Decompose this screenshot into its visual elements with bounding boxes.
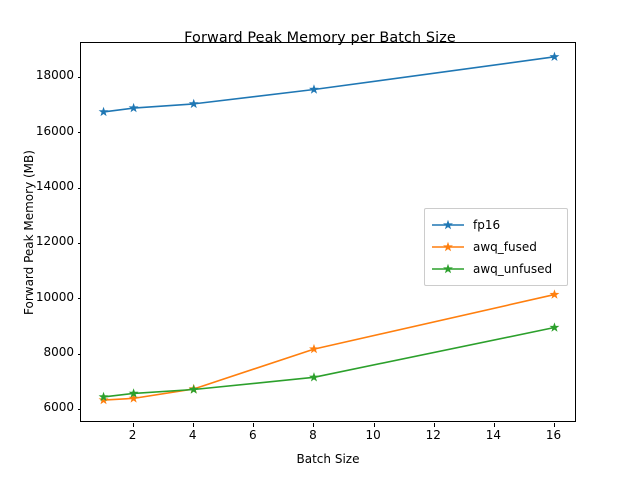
y-axis-tick: [77, 187, 81, 189]
legend-item[interactable]: fp16: [431, 214, 561, 236]
y-axis-tick-label: 14000: [35, 179, 74, 194]
legend-item[interactable]: awq_fused: [431, 236, 561, 258]
series-marker: [309, 343, 319, 354]
x-axis-tick-label: 12: [425, 428, 441, 442]
y-axis-tick-label: 12000: [35, 234, 74, 249]
x-axis-tick: [133, 423, 135, 427]
y-axis-tick: [77, 132, 81, 134]
x-axis-tick-label: 6: [249, 428, 257, 442]
series-marker: [128, 388, 139, 398]
y-axis-tick: [77, 298, 81, 300]
x-axis-tick: [193, 423, 195, 427]
y-axis-tick: [77, 76, 81, 78]
x-axis-tick: [493, 423, 495, 427]
y-axis-tick-label: 6000: [43, 400, 74, 415]
plot-area: [77, 42, 576, 427]
x-axis-tick: [553, 423, 555, 427]
x-axis-tick-label: 16: [545, 428, 562, 442]
legend-swatch-icon: [431, 218, 465, 232]
series-marker: [549, 322, 560, 332]
y-axis-label: Forward Peak Memory (MB): [22, 149, 36, 315]
series-marker: [98, 391, 109, 402]
x-axis-tick-label: 2: [128, 428, 137, 442]
y-axis-tick-label: 16000: [35, 123, 74, 138]
legend-label: awq_fused: [473, 240, 537, 254]
series-marker: [309, 84, 319, 94]
y-axis-tick-label: 10000: [35, 289, 74, 304]
x-axis-tick-label: 10: [365, 428, 381, 442]
y-axis-tick-label: 8000: [43, 345, 74, 360]
x-axis-label: Batch Size: [296, 452, 360, 466]
series-marker: [128, 102, 139, 113]
y-axis-tick: [77, 353, 81, 355]
x-axis-tick-label: 4: [188, 428, 197, 442]
series-marker: [188, 384, 199, 394]
plot-lines: [98, 51, 560, 405]
series-marker: [128, 393, 139, 403]
x-axis-tick: [433, 423, 435, 427]
series-marker: [309, 372, 319, 382]
y-axis-tick: [77, 408, 81, 410]
series-line: [102, 56, 556, 113]
series-marker: [98, 106, 109, 117]
y-axis-tick-label: 18000: [35, 68, 74, 83]
series-marker: [98, 394, 109, 405]
series-marker: [549, 289, 560, 299]
legend-label: awq_unfused: [473, 262, 553, 276]
y-axis-tick: [77, 242, 81, 244]
series-line: [102, 293, 556, 401]
x-axis-tick-label: 14: [485, 428, 501, 442]
legend: fp16 awq_fused awq_unfused: [424, 208, 568, 286]
series-marker: [188, 98, 199, 109]
x-axis-tick: [373, 423, 375, 427]
legend-swatch-icon: [431, 262, 465, 276]
legend-label: fp16: [473, 218, 501, 232]
legend-item[interactable]: awq_unfused: [431, 258, 561, 280]
x-axis-tick: [313, 423, 315, 427]
legend-swatch-icon: [431, 240, 465, 254]
x-axis-tick: [253, 423, 255, 427]
series-line: [102, 326, 556, 398]
series-marker: [549, 51, 560, 62]
x-axis-tick-label: 8: [309, 428, 317, 442]
